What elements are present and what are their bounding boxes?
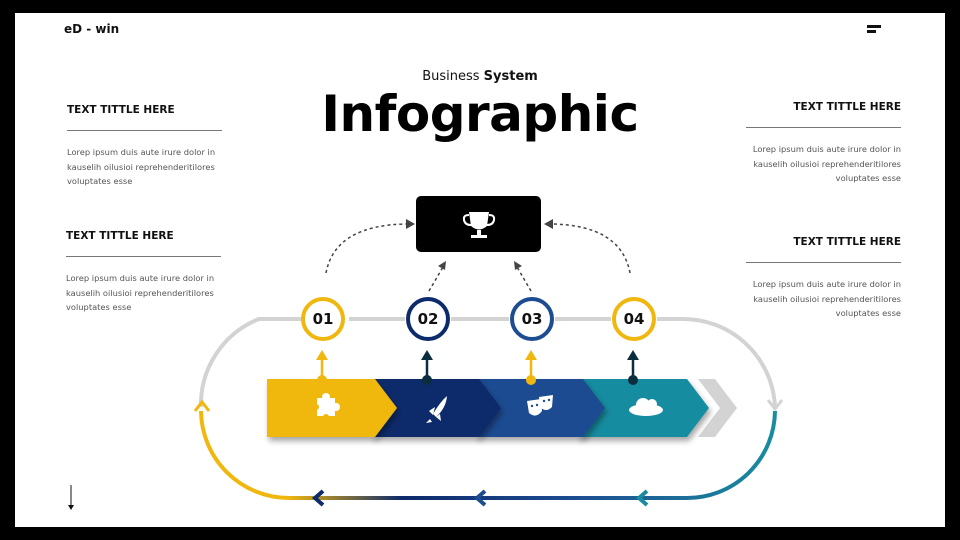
trophy-icon (462, 212, 496, 238)
loop-arrow-left-icon (311, 489, 325, 507)
block-heading: TEXT TITTLE HERE (793, 236, 901, 248)
divider (67, 130, 222, 131)
loop-track-bottom (199, 410, 777, 501)
brand-logo: eD - win (64, 22, 120, 36)
stem-1 (316, 350, 328, 385)
text-block-bottom-left: TEXT TITTLE HERE Lorep ipsum duis aute i… (66, 230, 221, 315)
arrowhead-icon (438, 261, 446, 270)
scroll-down-icon[interactable] (66, 485, 76, 513)
divider (746, 127, 901, 128)
dashed-connector (550, 223, 631, 274)
stem-4 (627, 350, 639, 385)
step-circle-3: 03 (510, 297, 554, 341)
block-heading: TEXT TITTLE HERE (67, 104, 175, 116)
loop-arrow-left-icon (635, 489, 649, 507)
theater-masks-icon (527, 395, 553, 416)
step-circle-1: 01 (301, 297, 345, 341)
text-block-top-left: TEXT TITTLE HERE Lorep ipsum duis aute i… (67, 104, 222, 189)
ghost-chevron (698, 379, 737, 437)
stem-3 (525, 350, 537, 385)
block-heading: TEXT TITTLE HERE (793, 101, 901, 113)
cloud-icon (629, 398, 663, 416)
step-circle-4: 04 (612, 297, 656, 341)
step-arrow-2 (371, 379, 501, 437)
step-number: 04 (624, 310, 645, 328)
text-block-bottom-right: TEXT TITTLE HERE Lorep ipsum duis aute i… (746, 236, 901, 321)
dashed-connector (516, 266, 532, 292)
menu-icon[interactable] (867, 25, 883, 35)
puzzle-icon (313, 393, 340, 420)
page-subtitle: Business System (422, 69, 538, 84)
loop-track-top-left (198, 317, 323, 408)
step-circle-2: 02 (406, 297, 450, 341)
step-number: 01 (313, 310, 334, 328)
dashed-connector (428, 266, 444, 292)
divider (66, 256, 221, 257)
loop-arrow-left-icon (473, 489, 487, 507)
loop-track-top-right (657, 316, 777, 408)
rocket-icon (426, 396, 447, 423)
block-heading: TEXT TITTLE HERE (66, 230, 174, 242)
loop-arrow-down-icon (766, 399, 784, 412)
arrowhead-icon (514, 261, 522, 270)
arrowhead-icon (406, 219, 415, 229)
dashed-connector (325, 223, 408, 274)
step-number: 03 (522, 310, 543, 328)
step-number: 02 (418, 310, 439, 328)
process-diagram: 01 02 03 04 (193, 196, 784, 507)
text-block-top-right: TEXT TITTLE HERE Lorep ipsum duis aute i… (746, 101, 901, 186)
page-title: Infographic (321, 85, 639, 143)
arrowhead-icon (544, 219, 553, 229)
slide: eD - win Business System Infographic TEX… (15, 13, 945, 527)
divider (746, 262, 901, 263)
loop-arrow-up-icon (193, 399, 211, 412)
stem-2 (421, 350, 433, 385)
